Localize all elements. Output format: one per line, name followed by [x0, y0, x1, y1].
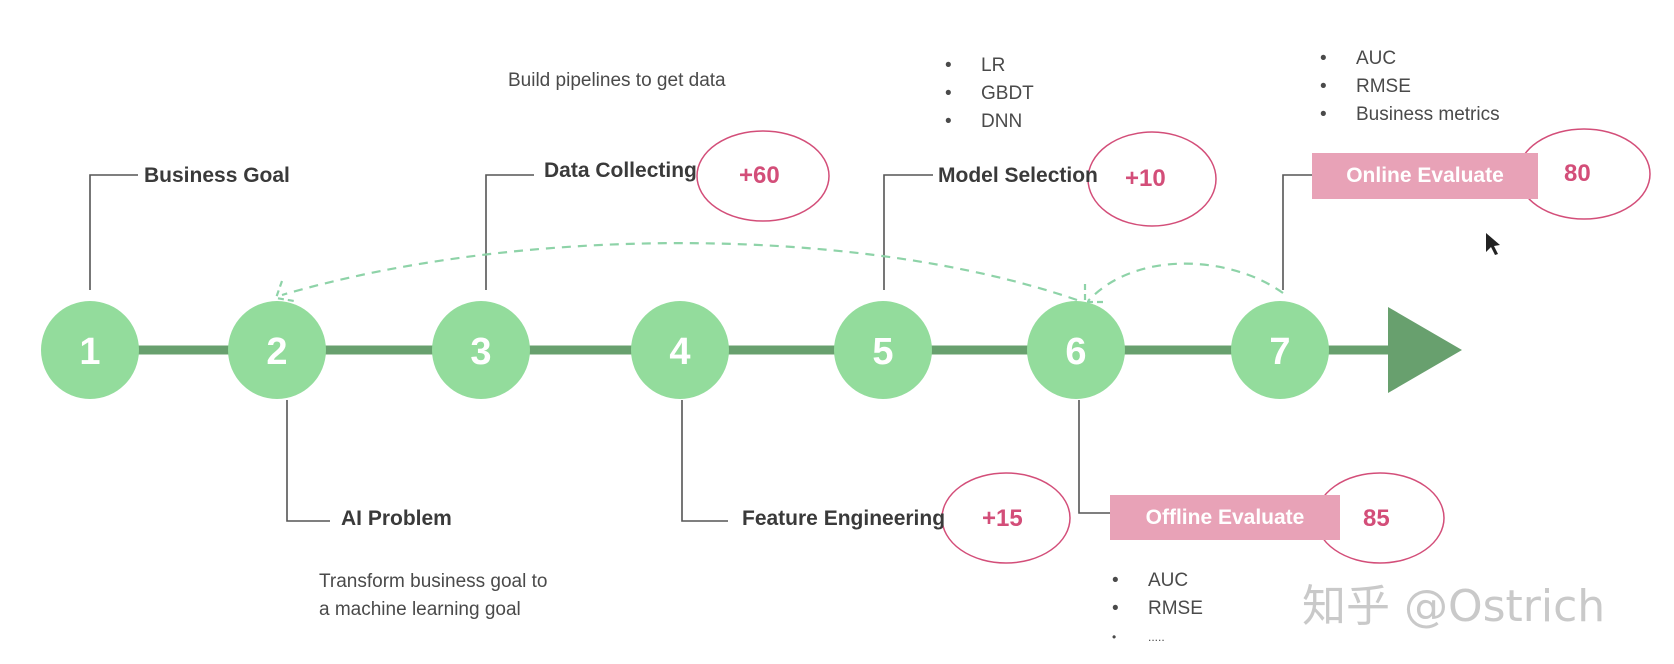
step-5-label: Model Selection — [938, 164, 1098, 187]
score-ellipse-step-3 — [696, 130, 830, 222]
score-step-5: +10 — [1125, 165, 1166, 192]
connector-step-4 — [681, 400, 728, 522]
dashed-arrowhead-6 — [1083, 284, 1103, 304]
node-7-number: 7 — [1269, 331, 1290, 373]
connector-step-6 — [1078, 400, 1112, 514]
online-metrics-list: AUC RMSE Business metrics — [1318, 45, 1500, 129]
step-4-label: Feature Engineering — [742, 507, 946, 530]
timeline-arrowhead — [1388, 307, 1462, 393]
node-1: 1 — [41, 301, 139, 399]
score-step-6: 85 — [1363, 505, 1390, 532]
node-2: 2 — [228, 301, 326, 399]
score-step-4: +15 — [982, 505, 1023, 532]
ai-problem-note-line-2: a machine learning goal — [319, 599, 521, 620]
online-evaluate-box: Online Evaluate — [1312, 153, 1538, 199]
score-ellipse-step-4 — [941, 472, 1071, 564]
model-list-item: GBDT — [943, 80, 1034, 108]
node-2-number: 2 — [266, 331, 287, 373]
online-metric-item: Business metrics — [1318, 101, 1500, 129]
ai-problem-note-line-1: Transform business goal to — [319, 571, 548, 592]
node-4-number: 4 — [669, 331, 690, 373]
online-metric-item: AUC — [1318, 45, 1500, 73]
model-list: LR GBDT DNN — [943, 52, 1034, 136]
offline-evaluate-box: Offline Evaluate — [1110, 495, 1340, 540]
connector-step-1 — [89, 174, 138, 290]
model-list-item: LR — [943, 52, 1034, 80]
connector-lines — [89, 174, 1316, 522]
node-7: 7 — [1231, 301, 1329, 399]
offline-metric-item: ..... — [1110, 623, 1203, 651]
connector-step-5 — [883, 174, 933, 290]
node-6: 6 — [1027, 301, 1125, 399]
step-3-label: Data Collecting — [544, 159, 697, 182]
step-2-label: AI Problem — [341, 507, 452, 530]
score-step-7: 80 — [1564, 160, 1591, 187]
offline-metric-item: AUC — [1110, 567, 1203, 595]
node-3: 3 — [432, 301, 530, 399]
node-1-number: 1 — [79, 331, 100, 373]
node-3-number: 3 — [470, 331, 491, 373]
dashed-arrowhead-2 — [274, 280, 295, 303]
offline-metrics-list: AUC RMSE ..... — [1110, 567, 1203, 651]
node-6-number: 6 — [1065, 331, 1086, 373]
model-list-item: DNN — [943, 108, 1034, 136]
node-5-number: 5 — [872, 331, 893, 373]
cursor-icon — [1486, 233, 1500, 255]
connector-step-3 — [485, 174, 534, 290]
node-4: 4 — [631, 301, 729, 399]
dashed-arrow-7-to-6 — [1087, 262, 1284, 302]
watermark: 知乎 @Ostrich — [1302, 581, 1606, 632]
data-collecting-note: Build pipelines to get data — [508, 70, 726, 91]
online-metric-item: RMSE — [1318, 73, 1500, 101]
node-5: 5 — [834, 301, 932, 399]
offline-metric-item: RMSE — [1110, 595, 1203, 623]
score-step-3: +60 — [739, 162, 780, 189]
connector-step-7 — [1282, 174, 1316, 290]
dashed-arrow-6-to-2 — [281, 242, 1078, 302]
score-ellipse-step-5 — [1087, 131, 1217, 227]
connector-step-2 — [286, 400, 330, 522]
step-1-label: Business Goal — [144, 164, 290, 187]
